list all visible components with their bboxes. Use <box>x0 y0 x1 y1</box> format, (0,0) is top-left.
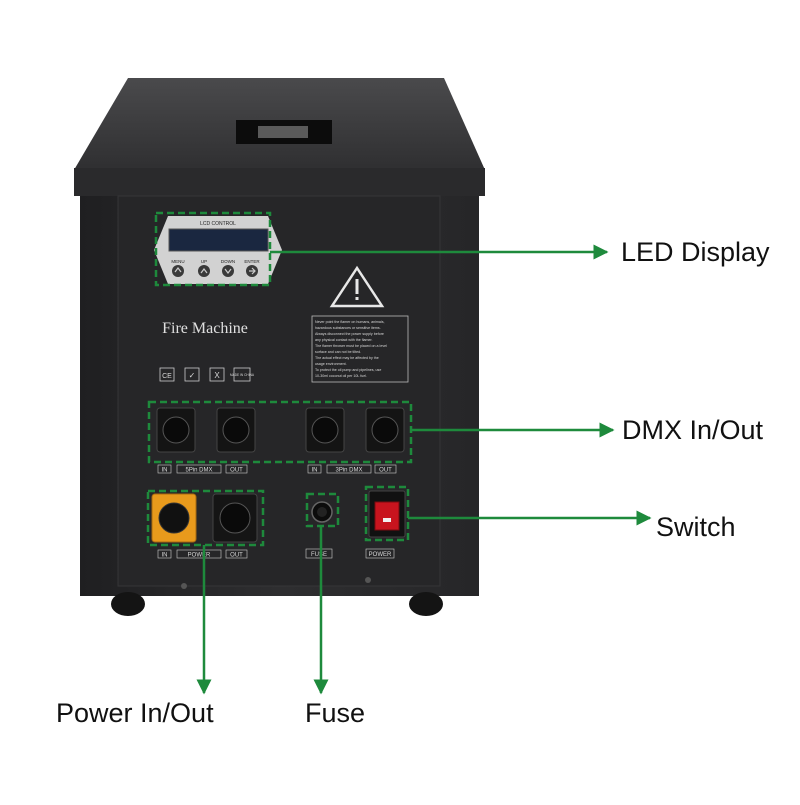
dmx5-in-label-box <box>157 464 172 474</box>
ce-mark-box <box>159 367 175 382</box>
power-callout: Power In/Out <box>56 698 214 728</box>
dmx5-in-connector[interactable] <box>156 407 196 453</box>
warning-label: Never point the flamer on humans, animal… <box>311 315 409 383</box>
dmx3-mid-label: 3Pin DMX <box>335 468 362 474</box>
dmx5-mid-label-box <box>176 464 222 474</box>
dmx3-out-connector[interactable] <box>365 407 405 453</box>
weee-mark-box <box>209 367 225 382</box>
menu-button[interactable] <box>172 265 184 277</box>
down-arrow-icon <box>224 268 232 274</box>
lcd-button-label-enter: ENTER <box>244 259 260 264</box>
switch-label-box <box>365 548 395 559</box>
warning-line-8: usage environment. <box>315 362 347 366</box>
dmx3-out-label: OUT <box>379 468 392 474</box>
lid-rim <box>74 168 485 196</box>
fuse-highlight-box <box>305 492 340 528</box>
foot-right <box>409 592 443 616</box>
power-highlight-box <box>146 489 265 547</box>
warning-icon <box>329 265 385 308</box>
lcd-button-label-up: UP <box>201 259 207 264</box>
screw-left <box>181 583 187 589</box>
fuse-label: FUSE <box>311 552 327 558</box>
up-button[interactable] <box>198 265 210 277</box>
handle-bar <box>258 126 308 138</box>
switch-highlight-box <box>364 485 410 542</box>
warning-line-6: surface and can not be tilted. <box>315 350 361 354</box>
up-arrow-icon <box>200 268 208 274</box>
fuse-callout: Fuse <box>305 698 366 728</box>
ce-mark: CE <box>162 373 172 380</box>
dmx5-out-label: OUT <box>230 468 243 474</box>
dmx-highlight-box <box>147 400 413 464</box>
machine-body <box>74 78 485 616</box>
power-out-label: OUT <box>230 553 243 559</box>
screw-right <box>365 577 371 583</box>
origin-mark-box <box>233 367 251 382</box>
menu-arrow-icon <box>174 267 182 273</box>
weee-mark: X <box>214 371 220 380</box>
dmx5-in-label: IN <box>162 468 168 474</box>
power-in-label-box <box>157 549 172 559</box>
power-in-connector[interactable] <box>151 493 197 543</box>
dmx3-out-label-box <box>374 464 397 474</box>
warning-line-1: Never point the flamer on humans, animal… <box>315 320 385 324</box>
dmx3-in-label-box <box>307 464 322 474</box>
enter-arrow-icon <box>249 267 256 275</box>
dmx5-out-label-box <box>225 464 248 474</box>
warning-label-border <box>311 315 409 383</box>
power-out-connector[interactable] <box>212 493 258 543</box>
warning-line-7: The actual effect may be affected by the <box>315 356 379 360</box>
warning-line-2: hazardous substances or sensitive items. <box>315 326 381 330</box>
switch-callout: Switch <box>656 512 736 542</box>
lcd-control-panel: LCD CONTROL MENU UP DOWN ENTER <box>154 216 282 284</box>
lcd-screen <box>168 228 269 252</box>
check-mark-box <box>184 367 200 382</box>
foot-left <box>111 592 145 616</box>
warning-line-5: The flamer thrower must be placed on a l… <box>315 344 387 348</box>
product-name: Fire Machine <box>162 320 248 337</box>
power-mid-label: POWER <box>188 553 211 559</box>
down-button[interactable] <box>222 265 234 277</box>
dmx3-in-connector[interactable] <box>305 407 345 453</box>
warning-line-4: any physical contact with the flamer. <box>315 338 373 342</box>
power-mid-label-box <box>176 549 222 559</box>
dmx3-mid-label-box <box>326 464 372 474</box>
dmx5-mid-label: 5Pin DMX <box>185 468 212 474</box>
origin-mark: MADE IN CHINA <box>230 373 255 377</box>
dmx-callout: DMX In/Out <box>622 415 764 445</box>
lcd-buttons: MENU UP DOWN ENTER <box>171 259 260 277</box>
lcd-button-label-down: DOWN <box>221 259 235 264</box>
dmx5-out-connector[interactable] <box>216 407 256 453</box>
led-display-callout: LED Display <box>621 237 770 267</box>
fuse-label-box <box>305 548 333 559</box>
power-in-label: IN <box>162 553 168 559</box>
power-connectors: IN POWER OUT <box>151 493 258 559</box>
switch-label: POWER <box>369 552 392 558</box>
lcd-highlight-box <box>154 211 272 287</box>
power-out-label-box <box>225 549 248 559</box>
check-mark: ✓ <box>189 371 196 380</box>
power-switch[interactable] <box>368 490 406 538</box>
lcd-button-label-menu: MENU <box>171 259 184 264</box>
dmx-connectors: IN 5Pin DMX OUT IN 3Pin DMX OUT <box>156 407 405 474</box>
warning-line-9: To protect the oil pump and pipelines, u… <box>315 368 381 372</box>
certification-marks: CE ✓ X MADE IN CHINA <box>159 367 255 382</box>
warning-line-10: 10-30ml coconut oil per 10L fuel. <box>315 374 367 378</box>
warning-line-3: Always disconnect the power supply befor… <box>315 332 384 336</box>
dmx3-in-label: IN <box>312 468 318 474</box>
fuse-holder[interactable] <box>311 501 333 523</box>
lcd-header-label: LCD CONTROL <box>200 221 236 227</box>
